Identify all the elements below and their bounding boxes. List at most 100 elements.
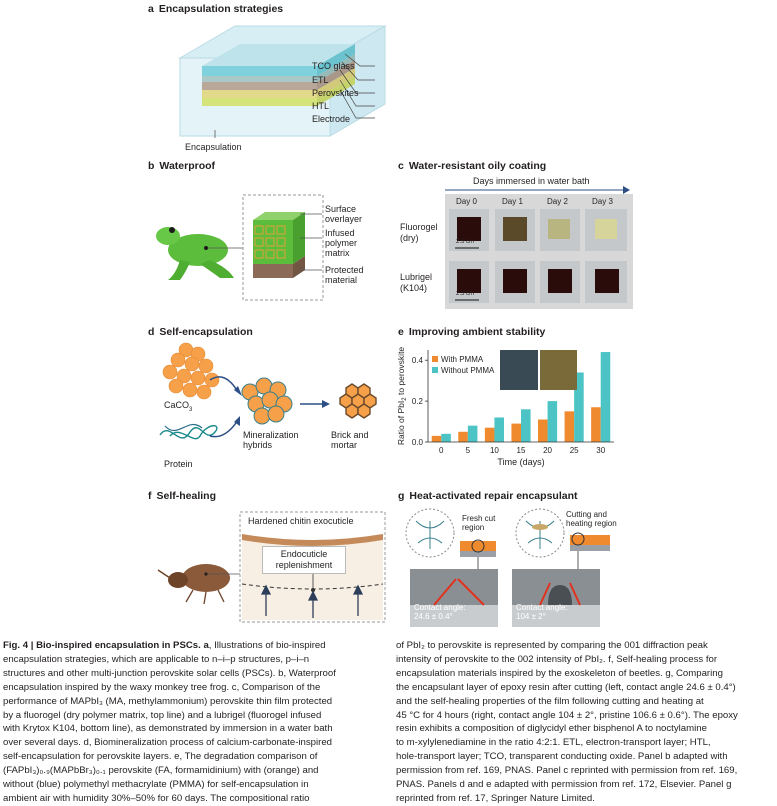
panel-e-title: e Improving ambient stability xyxy=(398,326,545,338)
panel-title-text: Improving ambient stability xyxy=(409,326,546,338)
panel-title-text: Self-healing xyxy=(157,490,217,502)
x-tick-label: 0 xyxy=(439,446,444,455)
legend-swatch xyxy=(432,367,438,373)
bar-without-pmma xyxy=(494,417,504,442)
caption-line: self-encapsulation for perovskite layers… xyxy=(3,750,373,764)
bar-with-pmma xyxy=(458,432,468,442)
bar-without-pmma xyxy=(548,401,558,442)
row-label-fluorogel: Fluorogel(dry) xyxy=(400,222,438,244)
caption-line: with Krytox K104, bottom line), as demon… xyxy=(3,722,373,736)
day-label: Day 1 xyxy=(502,197,523,206)
inset-photo-without-pmma xyxy=(540,350,577,390)
caption-line: hole-transport layer; TCO, transparent c… xyxy=(396,750,774,764)
bar-with-pmma xyxy=(538,420,548,442)
x-tick-label: 25 xyxy=(570,446,579,455)
panel-a-title: a Encapsulation strategies xyxy=(148,3,283,15)
panel-label: c xyxy=(398,160,404,172)
panel-title-text: Encapsulation strategies xyxy=(159,3,283,15)
caption-line: encapsulation strategies, which are appl… xyxy=(3,653,373,667)
caption-line: over several days. d, Biomineralization … xyxy=(3,736,373,750)
caption-line: without (blue) polymethyl methacrylate (… xyxy=(3,778,373,792)
caption-line: performance of MAPbI₃ (MA, methylammoniu… xyxy=(3,695,373,709)
bar-without-pmma xyxy=(468,426,478,442)
caption-line: structures and other multi-junction pero… xyxy=(3,667,373,681)
chitin-exocuticle-label: Hardened chitin exocuticle xyxy=(248,516,354,526)
caption-line: encapsulation materials inspired by the … xyxy=(396,667,774,681)
panel-label: a xyxy=(148,3,154,15)
y-tick-label: 0.4 xyxy=(412,356,424,365)
x-tick-label: 5 xyxy=(466,446,471,455)
panel-f-title: f Self-healing xyxy=(148,490,216,502)
caption-line: permission from ref. 169, PNAS. Panel c … xyxy=(396,764,774,778)
panel-label: f xyxy=(148,490,152,502)
legend-swatch xyxy=(432,356,438,362)
hybrid-cluster xyxy=(242,378,292,424)
caption-line: intensity of perovskite to the 002 inten… xyxy=(396,653,774,667)
legend-label: With PMMA xyxy=(441,355,484,364)
panel-title-text: Heat-activated repair encapsulant xyxy=(409,490,577,502)
left-contact-angle: Contact angle:24.6 ± 0.4° xyxy=(414,603,466,621)
bar-without-pmma xyxy=(441,434,451,442)
layer-label-electrode: Electrode xyxy=(312,114,350,124)
figure-caption-right: of PbI₂ to perovskite is represented by … xyxy=(396,639,774,806)
y-tick-label: 0.0 xyxy=(412,438,424,447)
figure-caption-left: Fig. 4 | Bio-inspired encapsulation in P… xyxy=(3,639,373,806)
bar-with-pmma xyxy=(591,407,601,442)
caption-line: to m-xylylenediamine in the ratio 4:2:1.… xyxy=(396,736,774,750)
scale-bar-label: 2.5 cm xyxy=(456,239,474,245)
caption-line: Fig. 4 | Bio-inspired encapsulation in P… xyxy=(3,639,373,653)
scale-bar-label: 2.5 cm xyxy=(456,291,474,297)
y-axis-title: Ratio of PbI2 to perovskite xyxy=(396,347,408,446)
y-tick-label: 0.2 xyxy=(412,397,424,406)
row-label-lubrigel: Lubrigel(K104) xyxy=(400,272,432,294)
x-axis-title: Time (days) xyxy=(497,457,544,467)
caco3-label: CaCO3 xyxy=(164,400,192,413)
bar-with-pmma xyxy=(432,436,442,442)
bar-without-pmma xyxy=(601,352,611,442)
caption-line: ambient air with humidity 30%–50% for 60… xyxy=(3,792,373,806)
caption-line: by a fluorogel (dry polymer matrix, top … xyxy=(3,709,373,723)
layer-label-tco: TCO glass xyxy=(312,61,355,71)
legend-label: Without PMMA xyxy=(441,366,495,375)
panel-c-title: c Water-resistant oily coating xyxy=(398,160,546,172)
caption-line: and the self-healing properties of the f… xyxy=(396,695,774,709)
caption-line: encapsulation inspired by the waxy monke… xyxy=(3,681,373,695)
beetle-icon xyxy=(158,564,230,604)
day-label: Day 2 xyxy=(547,197,568,206)
right-contact-angle: Contact angle:104 ± 2° xyxy=(516,603,568,621)
layer-label-perovskites: Perovskites xyxy=(312,88,359,98)
caption-line: 45 °C for 4 hours (right, contact angle … xyxy=(396,709,774,723)
bar-without-pmma xyxy=(521,409,531,442)
caco3-spheres xyxy=(163,343,219,399)
layer-label-htl: HTL xyxy=(312,101,329,111)
caption-line: PNAS. Panels d and e adapted with permis… xyxy=(396,778,774,792)
caption-line: the encapsulant layer of epoxy resin aft… xyxy=(396,681,774,695)
panel-label: d xyxy=(148,326,154,338)
layer-label-etl: ETL xyxy=(312,75,329,85)
panel-label: e xyxy=(398,326,404,338)
caption-line: of PbI₂ to perovskite is represented by … xyxy=(396,639,774,653)
x-tick-label: 30 xyxy=(596,446,605,455)
caption-line: reprinted from ref. 17, Springer Nature … xyxy=(396,792,774,806)
inset-photo-with-pmma xyxy=(500,350,538,390)
protein-strand xyxy=(160,426,217,439)
day-label: Day 0 xyxy=(456,197,477,206)
caption-line: resin exhibits a composition of diglycid… xyxy=(396,722,774,736)
x-tick-label: 15 xyxy=(517,446,526,455)
days-arrow-label: Days immersed in water bath xyxy=(473,176,590,186)
encapsulation-label: Encapsulation xyxy=(185,142,242,152)
day-label: Day 3 xyxy=(592,197,613,206)
panel-title-text: Waterproof xyxy=(159,160,215,172)
panel-label: b xyxy=(148,160,154,172)
brick-mortar-cluster xyxy=(340,384,376,418)
panel-title-text: Water-resistant oily coating xyxy=(409,160,546,172)
